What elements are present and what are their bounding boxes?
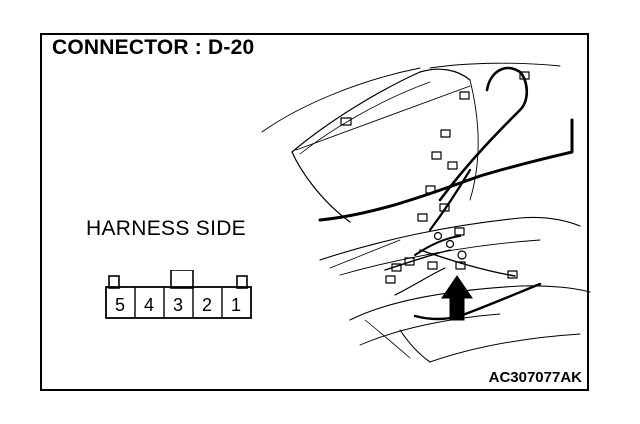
pin-label: 5 — [115, 295, 125, 315]
diagram-frame — [40, 33, 589, 391]
connector-face: 5 4 3 2 1 — [105, 270, 252, 319]
figure-code: AC307077AK — [488, 369, 582, 386]
pin-label: 1 — [231, 295, 241, 315]
pin-label: 3 — [173, 295, 183, 315]
connector-title: CONNECTOR : D-20 — [52, 36, 255, 59]
location-arrow-icon — [441, 275, 473, 321]
harness-side-label: HARNESS SIDE — [86, 217, 246, 240]
pin-label: 2 — [202, 295, 212, 315]
pin-label: 4 — [144, 295, 154, 315]
